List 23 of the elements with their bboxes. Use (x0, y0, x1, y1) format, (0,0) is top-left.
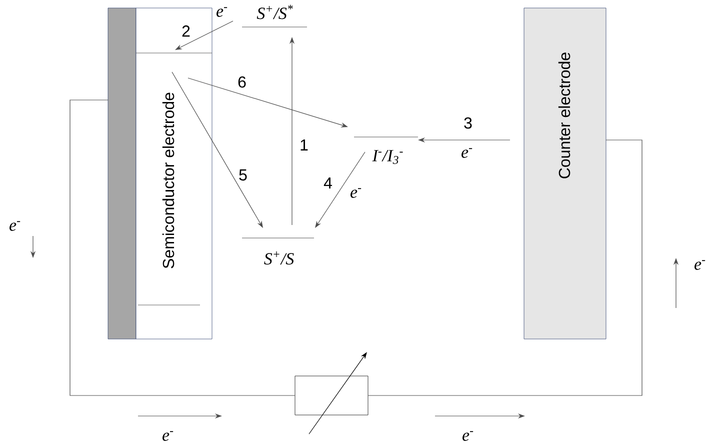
wire (70, 100, 296, 396)
electrode-box: Counter electrode (524, 8, 606, 340)
edge-label: 2 (180, 24, 192, 38)
wire (368, 140, 642, 396)
electron-label: e$^{-}$ (216, 7, 228, 17)
electron-label: e$^{-}$ (694, 260, 706, 270)
edge-label: 6 (236, 75, 248, 89)
electron-label: e$^{-}$ (162, 431, 174, 441)
edge-label: 3 (462, 116, 474, 130)
energy-level: S$^{+}$/S (242, 238, 314, 265)
energy-level: I$^{-}$/I$_{3}$- (354, 136, 418, 164)
resistor-box (294, 376, 368, 416)
electron-label: e$^{-}$ (10, 221, 20, 231)
energy-level: S$^{+}$/S$^{*}$ (242, 4, 308, 28)
electron-label: e$^{-}$ (350, 188, 362, 198)
substrate-bar (108, 8, 136, 340)
arrow (315, 152, 366, 228)
arrow (172, 72, 263, 228)
electron-label: e$^{-}$ (462, 148, 472, 158)
edge-label: 4 (322, 176, 334, 190)
edge-label: 5 (238, 168, 248, 182)
edge-label: 1 (298, 138, 310, 152)
electron-label: e$^{-}$ (462, 431, 474, 441)
